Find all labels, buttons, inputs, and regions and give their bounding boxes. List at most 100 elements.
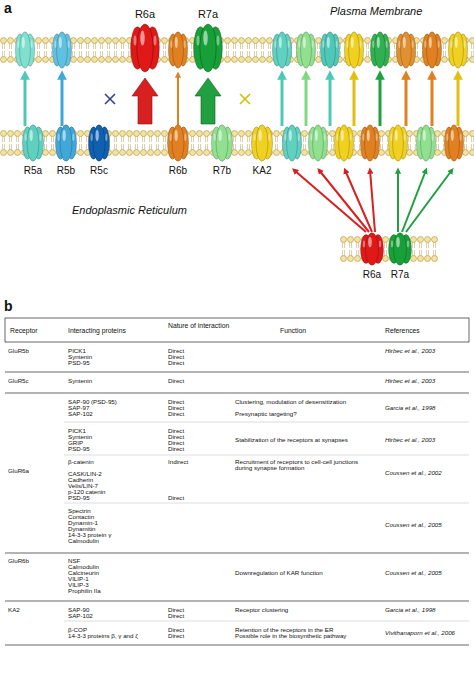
table-cell: Direct — [168, 633, 230, 639]
receptor-symbol — [320, 32, 339, 68]
receptor-shape — [205, 124, 239, 162]
interaction-arrow — [397, 170, 399, 232]
receptor-symbol — [167, 125, 188, 161]
block-arrow — [195, 78, 221, 124]
table-cell: Recruitment of receptors to cell-cell ju… — [235, 459, 375, 472]
interaction-arrow — [370, 170, 375, 232]
receptor-label: KA2 — [237, 164, 287, 177]
traffic-arrow — [24, 74, 27, 126]
interaction-arrow — [294, 170, 366, 232]
receptor-symbol — [168, 32, 187, 68]
receptor-node: R6a — [355, 232, 389, 282]
interaction-arrow — [319, 170, 369, 232]
interaction-arrow — [345, 170, 372, 232]
reference-cell: Hirbec et al., 2003 — [385, 348, 470, 354]
receptor-symbol — [22, 125, 43, 161]
table-cell: Syntenin — [68, 378, 166, 384]
receptor-node: R7a — [383, 232, 417, 282]
receptor-label: R7a — [375, 268, 425, 281]
receptor-symbol — [251, 125, 272, 161]
table-cell: Direct — [168, 378, 230, 384]
receptor-label: R6b — [153, 164, 203, 177]
table-subrule — [64, 422, 469, 621]
table-cell: SAP-102 — [68, 411, 166, 417]
table-cell: PSD-95 — [68, 446, 166, 452]
table-cell: PSD-95 — [68, 360, 166, 366]
receptor-node: R5b — [49, 124, 83, 178]
table-rule — [5, 372, 469, 645]
receptor-label: R5b — [41, 164, 91, 177]
receptor-node: R5c — [82, 124, 116, 178]
receptor-label: R5c — [74, 164, 124, 177]
receptor-symbol — [389, 233, 412, 266]
receptor-label: R6a — [347, 268, 397, 281]
receptor-node: R7a — [191, 8, 225, 74]
block-arrow — [132, 78, 158, 124]
receptor-shape — [128, 23, 162, 73]
receptor-shape — [82, 124, 116, 162]
table-cell: PSD-95 — [68, 495, 166, 501]
block-cross — [105, 94, 115, 104]
receptor-node: R7b — [205, 124, 239, 178]
receptor-symbol — [282, 125, 301, 161]
receptor-shape — [383, 232, 417, 266]
traffic-arrow — [353, 74, 356, 126]
interaction-arrow — [406, 170, 452, 232]
table-cell: Downregulation of KAR function — [235, 570, 375, 576]
table-cell: Indirect — [168, 459, 230, 465]
receptor-symbol — [344, 32, 363, 68]
receptor-symbol — [444, 125, 463, 161]
panel-letter: a — [4, 0, 24, 16]
receptor-symbol — [55, 125, 76, 161]
table-cell: GluR5c — [8, 378, 66, 384]
traffic-arrow — [405, 74, 408, 126]
receptor-symbol — [361, 233, 384, 266]
receptor-shape — [49, 124, 83, 162]
receptor-symbol — [15, 32, 34, 68]
receptor-label: R6a — [120, 8, 170, 21]
traffic-arrow — [177, 74, 179, 126]
receptor-label: R7a — [183, 8, 233, 21]
receptor-symbol — [131, 24, 160, 72]
receptor-symbol — [370, 32, 389, 68]
table-cell: GluR6b — [8, 558, 66, 564]
traffic-arrow — [431, 74, 434, 126]
receptor-shape — [245, 124, 279, 162]
table-header: Receptor — [10, 327, 68, 335]
receptor-symbol — [272, 32, 291, 68]
traffic-arrow — [457, 74, 460, 126]
receptor-symbol — [448, 32, 467, 68]
receptor-label: R5a — [8, 164, 58, 177]
receptor-symbol — [416, 125, 435, 161]
table-cell: Direct — [168, 446, 230, 452]
table-cell: GluR6a — [8, 468, 66, 474]
receptor-symbol — [396, 32, 415, 68]
receptor-node: R5a — [16, 124, 50, 178]
receptor-symbol — [388, 125, 407, 161]
reference-cell: Garcia et al., 1998 — [385, 405, 470, 411]
table-cell: Clustering, modulation of desensitizatio… — [235, 399, 375, 405]
receptor-shape — [161, 124, 195, 162]
receptor-symbol — [88, 125, 109, 161]
table-cell: Receptor clustering — [235, 607, 375, 613]
receptor-node: R6a — [128, 8, 162, 74]
table-cell: GluR5b — [8, 348, 66, 354]
reference-cell: Garcia et al., 1998 — [385, 607, 470, 613]
reference-cell: Coussen et al., 2005 — [385, 522, 470, 528]
table-header-box — [5, 318, 469, 342]
traffic-arrow — [379, 74, 382, 126]
reference-cell: Hirbec et al., 2003 — [385, 378, 470, 384]
receptor-label: R7b — [197, 164, 247, 177]
table-cell: Prophilin IIa — [68, 588, 166, 594]
reference-cell: Hirbec et al., 2003 — [385, 437, 470, 443]
receptor-shape — [16, 124, 50, 162]
reference-cell: Coussen et al., 2005 — [385, 570, 470, 576]
table-cell: Stabilization of the receptors at synaps… — [235, 437, 375, 443]
receptor-symbol — [296, 32, 315, 68]
receptor-symbol — [211, 125, 232, 161]
table-header: Interacting proteins — [68, 327, 166, 335]
block-cross — [240, 94, 250, 104]
traffic-arrow — [305, 74, 308, 126]
compartment-label: Endoplasmic Reticulum — [72, 204, 242, 217]
